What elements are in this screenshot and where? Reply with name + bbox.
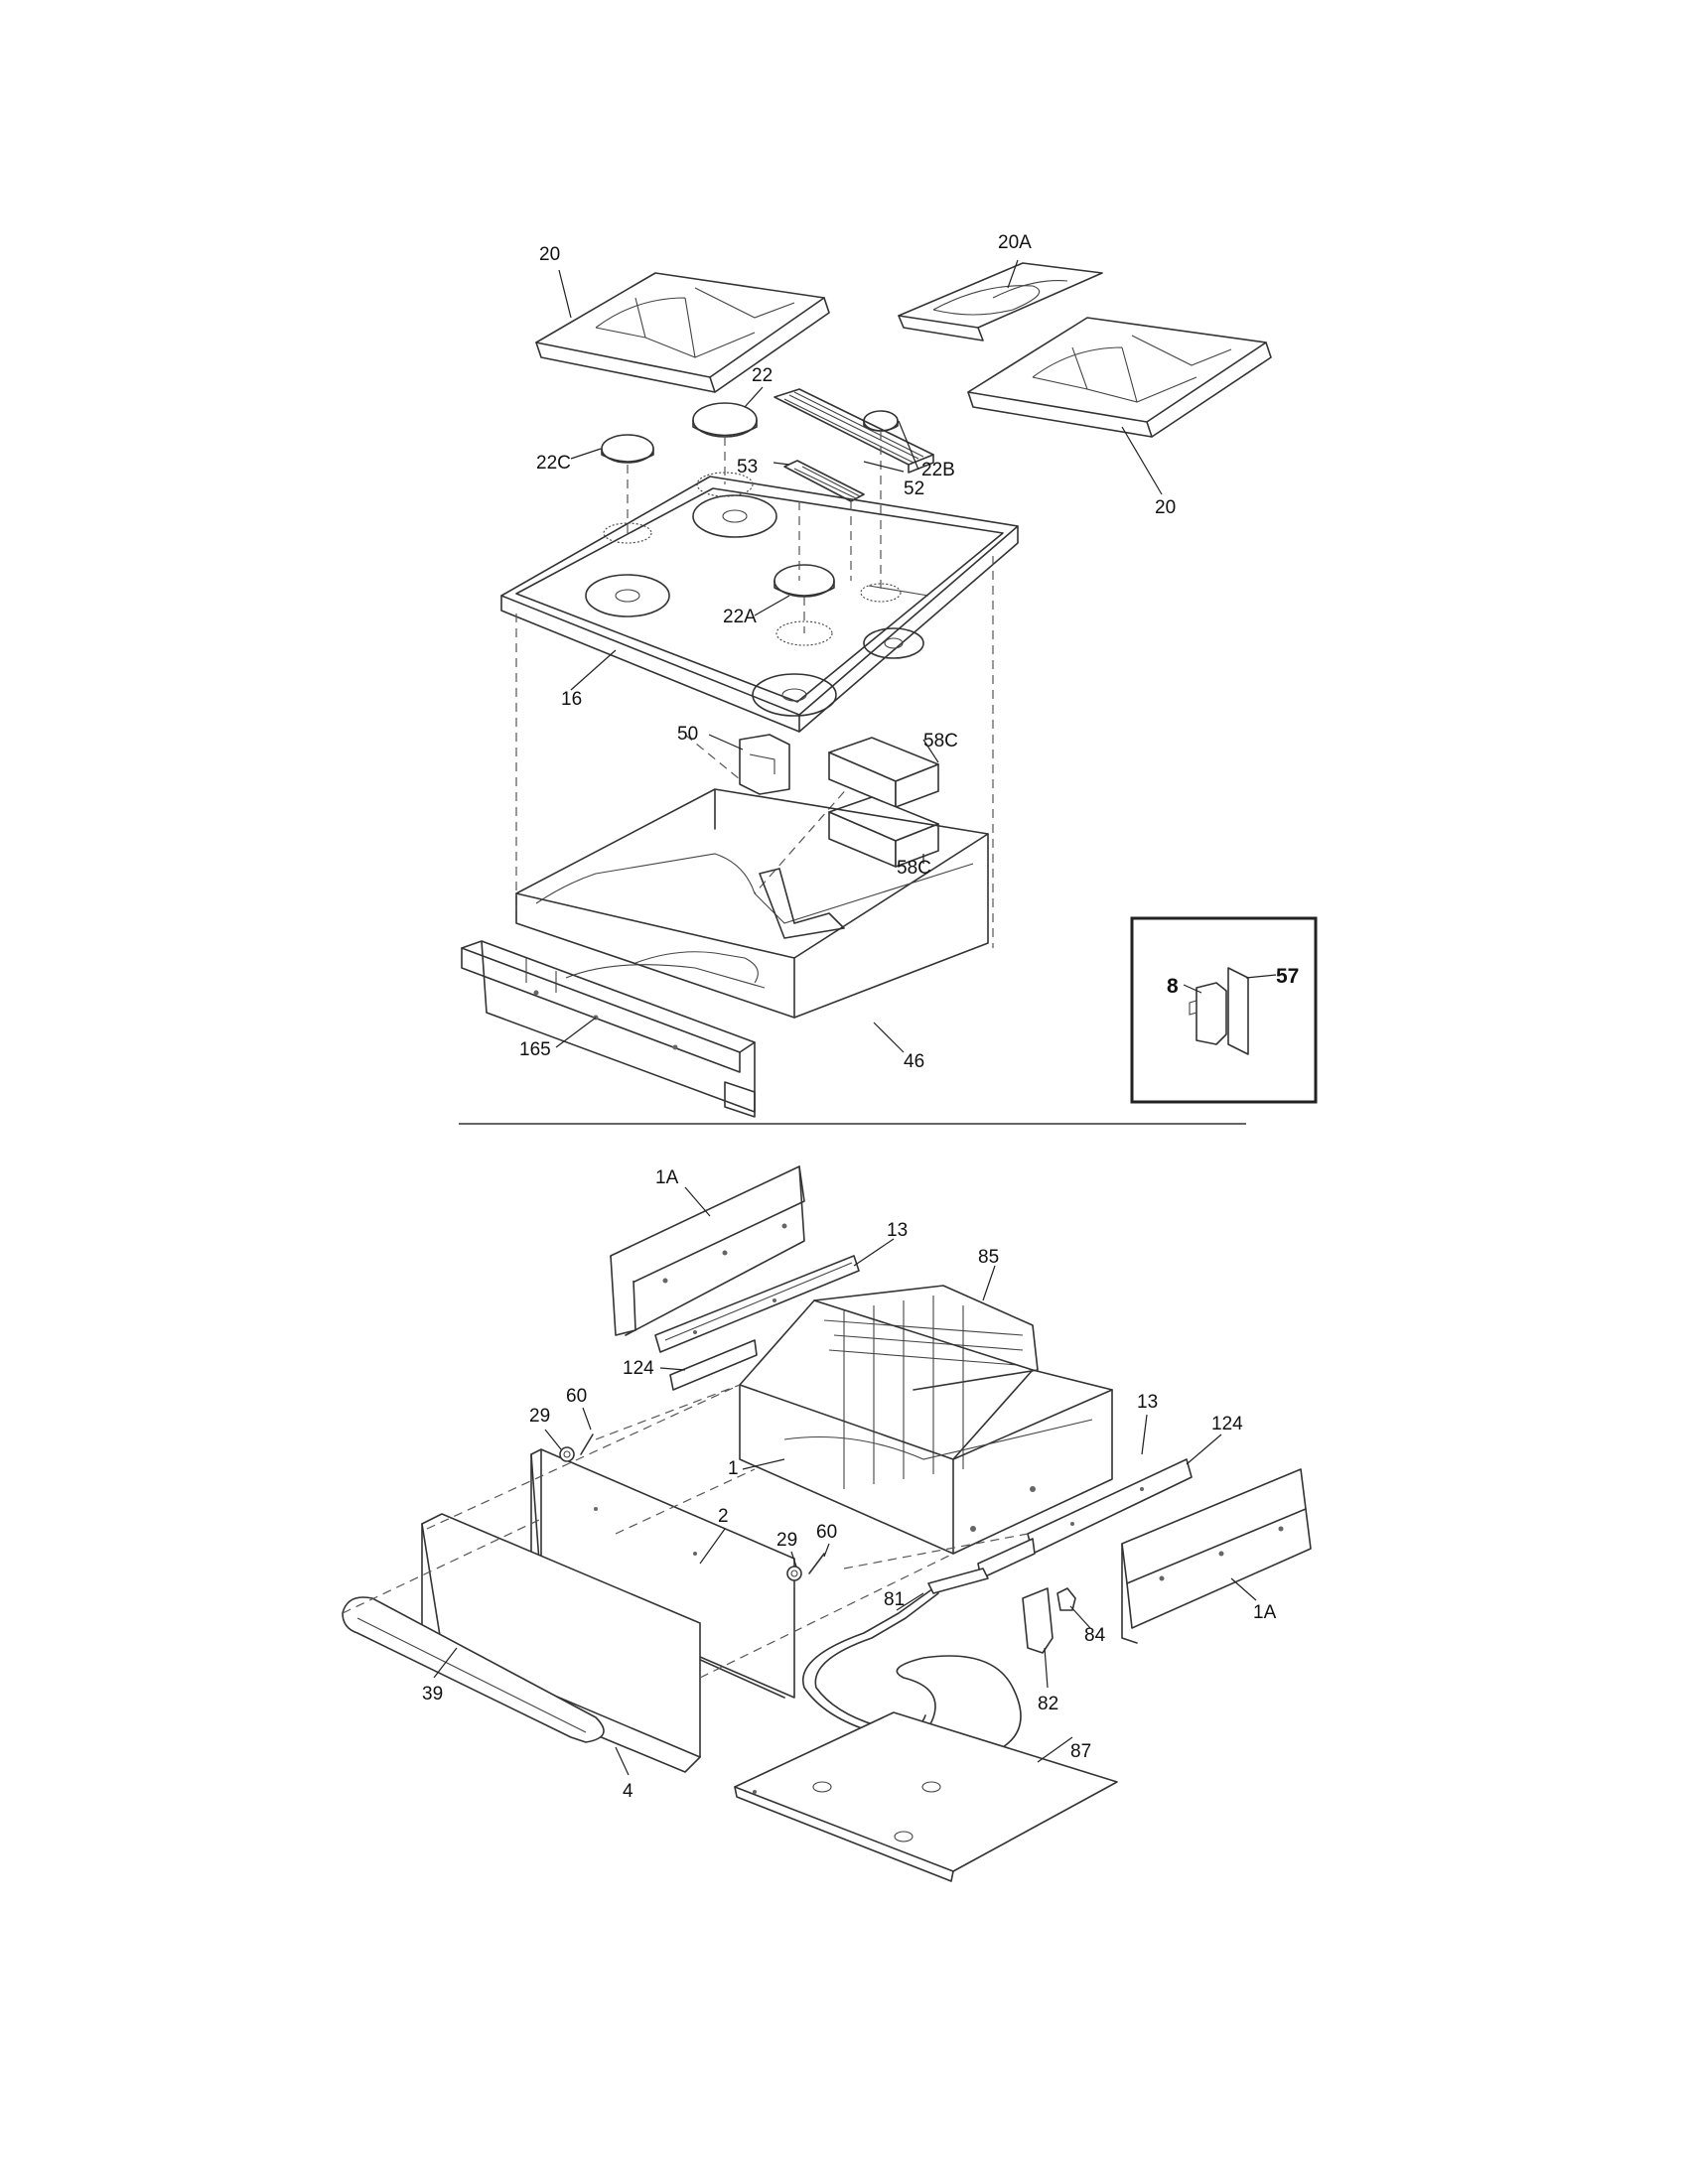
callout-57: 57	[1276, 965, 1299, 988]
burner-cap-22c	[601, 434, 654, 464]
callout-53: 53	[737, 457, 758, 478]
vent-trim-52	[774, 388, 934, 474]
cooktop-16	[500, 476, 1019, 733]
callout-1: 1	[728, 1458, 739, 1479]
callout-20-top: 20	[539, 244, 560, 265]
cooktop-base-46	[515, 788, 989, 1019]
front-rail-165	[461, 940, 756, 1118]
vent-grille-53	[783, 460, 865, 502]
callout-50: 50	[677, 724, 698, 745]
callout-39: 39	[422, 1684, 443, 1705]
callout-20-right: 20	[1155, 497, 1176, 518]
burner-cap-22b	[863, 410, 899, 432]
callout-16: 16	[561, 689, 582, 710]
callout-124-left: 124	[623, 1358, 654, 1379]
callout-58c-top: 58C	[923, 731, 958, 751]
center-grate	[898, 262, 1103, 341]
thermostat-84	[1056, 1587, 1076, 1611]
bracket-82	[1022, 1587, 1054, 1654]
callout-2: 2	[718, 1506, 729, 1527]
callout-87: 87	[1070, 1741, 1091, 1762]
callout-46: 46	[904, 1051, 924, 1072]
drawer-body-1	[739, 1299, 1113, 1555]
callout-13-right: 13	[1137, 1392, 1158, 1413]
drawer-slide-13-left	[654, 1255, 860, 1353]
screw-60-left	[580, 1433, 594, 1455]
callout-82: 82	[1038, 1694, 1058, 1714]
bracket-50	[739, 734, 790, 795]
burner-cap-22a	[774, 564, 835, 598]
callout-4: 4	[623, 1781, 633, 1802]
drawer-rail-124-left	[669, 1339, 758, 1391]
callout-13-top: 13	[887, 1220, 908, 1241]
burner-grate-left	[535, 272, 830, 393]
fastener-29-left	[559, 1446, 575, 1462]
insulation-block-58c-bottom	[828, 796, 939, 868]
side-panel-1a-right	[1121, 1468, 1312, 1644]
callout-29-right: 29	[776, 1530, 797, 1551]
bottom-panel-87	[734, 1711, 1118, 1882]
inset-detail-box	[1130, 916, 1318, 1104]
alignment-lines-top	[515, 431, 994, 948]
callout-124-right: 124	[1211, 1414, 1243, 1434]
warming-rack-85	[813, 1285, 1039, 1489]
callout-60-left: 60	[566, 1386, 587, 1407]
alignment-lines-bottom	[342, 1384, 1029, 1679]
callout-22: 22	[752, 365, 773, 386]
callout-22b: 22B	[921, 460, 955, 480]
callout-29-left: 29	[529, 1406, 550, 1427]
callout-165: 165	[519, 1039, 551, 1060]
callout-1a-right: 1A	[1253, 1602, 1277, 1623]
screw-60-right	[808, 1553, 825, 1574]
door-handle-39	[342, 1596, 605, 1743]
side-panel-1a-left	[610, 1165, 805, 1336]
fastener-29-right	[786, 1566, 802, 1581]
callout-52: 52	[904, 478, 924, 499]
callout-85: 85	[978, 1247, 999, 1268]
callout-22c: 22C	[536, 453, 571, 474]
callout-22a: 22A	[723, 607, 757, 627]
callout-8: 8	[1167, 975, 1179, 998]
leader-lines	[433, 259, 1277, 1776]
drawer-rail-124-right	[977, 1538, 1036, 1579]
callout-81: 81	[884, 1589, 905, 1610]
insulation-block-58c-top	[828, 737, 939, 808]
callout-58c-bottom: 58C	[897, 858, 931, 879]
burner-grate-right	[967, 317, 1272, 438]
callout-labels: 20 20A 22 22C 53 52 20 22B 22A 16 50 58C…	[422, 232, 1299, 1802]
burner-cap-22	[692, 402, 758, 438]
callout-60-right: 60	[816, 1522, 837, 1543]
callout-1a-top: 1A	[655, 1167, 679, 1188]
callout-84: 84	[1084, 1625, 1106, 1646]
callout-20a: 20A	[998, 232, 1032, 253]
